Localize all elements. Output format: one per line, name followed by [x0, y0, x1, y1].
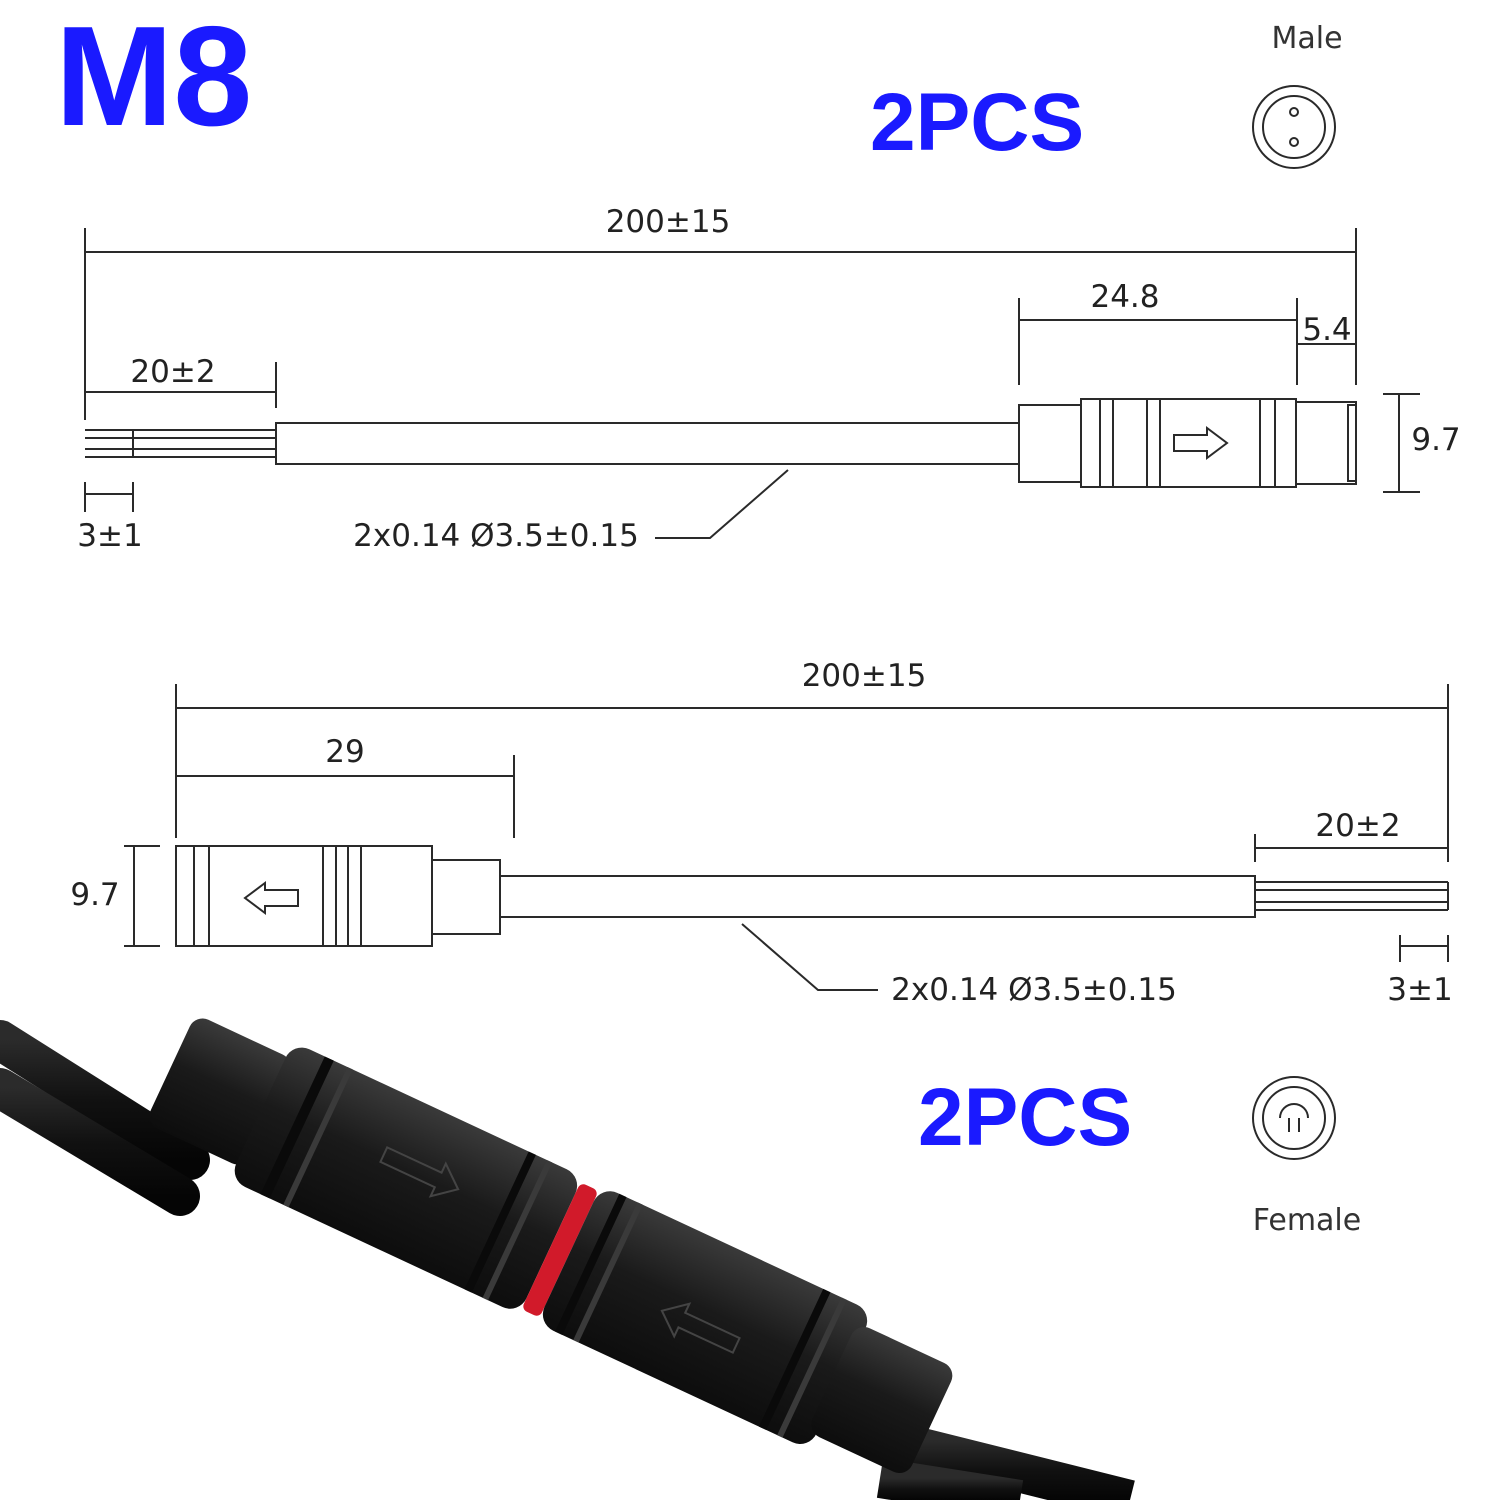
female-connector-length: 29 [325, 734, 364, 770]
male-quantity: 2PCS [870, 77, 1084, 168]
male-cable-spec: 2x0.14 Ø3.5±0.15 [353, 518, 639, 554]
male-connector-length: 24.8 [1090, 279, 1159, 315]
connector-photo [0, 1018, 1135, 1500]
male-height: 9.7 [1411, 422, 1460, 458]
product-title: M8 [55, 0, 252, 156]
male-wire-end: 3±1 [77, 518, 142, 554]
male-strip-length: 20±2 [130, 354, 215, 390]
male-tip-length: 5.4 [1302, 312, 1351, 348]
female-height: 9.7 [70, 877, 119, 913]
male-caption: Male [1271, 21, 1342, 56]
female-caption: Female [1253, 1203, 1361, 1238]
male-drawing [84, 228, 1420, 539]
female-strip-length: 20±2 [1315, 808, 1400, 844]
female-cable-spec: 2x0.14 Ø3.5±0.15 [891, 972, 1177, 1008]
female-total-length: 200±15 [802, 658, 927, 694]
female-face-icon [1252, 1076, 1336, 1160]
female-drawing [124, 684, 1449, 991]
male-total-length: 200±15 [606, 204, 731, 240]
female-wire-end: 3±1 [1387, 972, 1452, 1008]
female-quantity: 2PCS [918, 1072, 1132, 1163]
male-face-icon [1252, 85, 1336, 169]
